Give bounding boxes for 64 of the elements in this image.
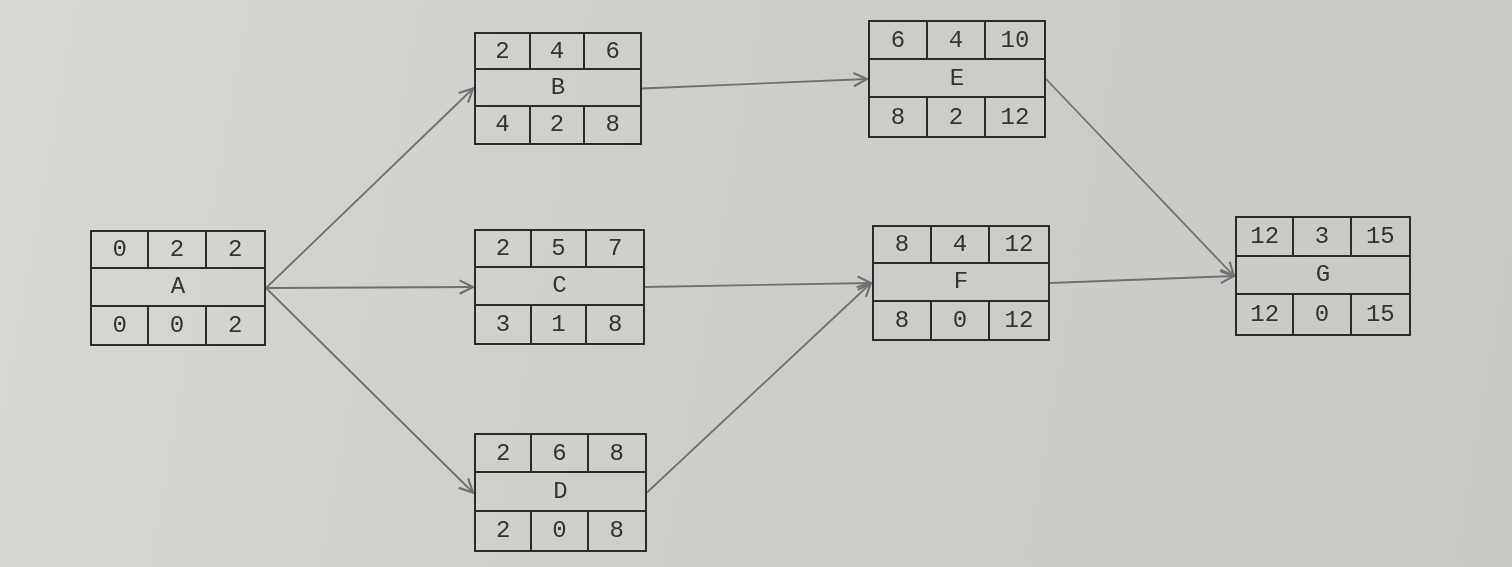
value-cell: 8	[588, 435, 645, 474]
value-cell: 2	[476, 34, 531, 71]
activity-node	[868, 20, 1046, 138]
activity-name-cell: D	[476, 473, 645, 512]
value-cell: 2	[476, 231, 532, 269]
value-cell-text: 15	[1364, 300, 1396, 331]
activity-node	[474, 433, 647, 552]
activity-node	[474, 229, 645, 345]
value-cell: 2	[149, 232, 207, 270]
value-cell: 2	[530, 106, 586, 143]
value-cell: 6	[532, 435, 589, 474]
value-cell: 8	[874, 227, 932, 265]
value-cell: 2	[206, 232, 264, 270]
value-cell-text: 12	[1003, 305, 1035, 336]
value-cell-text: 8	[604, 110, 621, 141]
value-cell: 6	[870, 22, 928, 60]
value-cell: 2	[476, 511, 533, 550]
value-cell: 1	[531, 305, 588, 343]
arrow	[1049, 268, 1236, 285]
value-cell: 5	[531, 231, 588, 269]
value-cell: 0	[1294, 295, 1352, 334]
value-cell-text: 2	[227, 310, 244, 341]
activity-node	[872, 225, 1050, 341]
value-cell: 4	[476, 106, 531, 143]
value-cell: 6	[585, 34, 640, 71]
value-cell: 4	[928, 22, 986, 60]
value-cell-text: 8	[606, 309, 624, 340]
value-cell: 3	[476, 305, 532, 343]
activity-name-cell: E	[870, 60, 1044, 98]
value-cell: 12	[1237, 218, 1295, 257]
arrow	[646, 281, 873, 494]
value-cell: 10	[986, 22, 1044, 60]
activity-name-cell: F	[874, 264, 1048, 302]
value-cell-text: 12	[999, 102, 1031, 133]
activity-node	[1235, 216, 1411, 336]
value-cell: 4	[932, 227, 990, 265]
activity-node	[474, 32, 642, 145]
value-cell-text: 8	[608, 516, 625, 547]
activity-name-cell: C	[476, 268, 643, 306]
activity-name-cell: G	[1237, 256, 1409, 296]
arrow	[1045, 78, 1236, 278]
value-cell: 7	[587, 231, 643, 269]
activity-name-cell: B	[476, 70, 640, 107]
value-cell: 12	[1237, 295, 1295, 334]
value-cell: 3	[1294, 218, 1352, 257]
value-cell: 8	[874, 301, 932, 339]
activity-name-cell: A	[92, 269, 264, 307]
value-cell: 0	[92, 306, 150, 344]
value-cell: 2	[476, 435, 533, 474]
arrow	[641, 71, 869, 90]
value-cell: 15	[1351, 218, 1409, 257]
value-cell: 4	[530, 34, 586, 71]
value-cell: 0	[932, 301, 990, 339]
value-cell: 12	[990, 227, 1048, 265]
arrow	[265, 279, 475, 295]
value-cell: 0	[92, 232, 150, 270]
value-cell: 0	[532, 511, 589, 550]
arrow	[644, 275, 873, 291]
activity-node	[90, 230, 266, 346]
value-cell: 2	[928, 98, 986, 136]
arrow	[265, 287, 475, 494]
value-cell: 8	[870, 98, 928, 136]
arrow	[265, 87, 475, 289]
value-cell: 0	[149, 306, 207, 344]
